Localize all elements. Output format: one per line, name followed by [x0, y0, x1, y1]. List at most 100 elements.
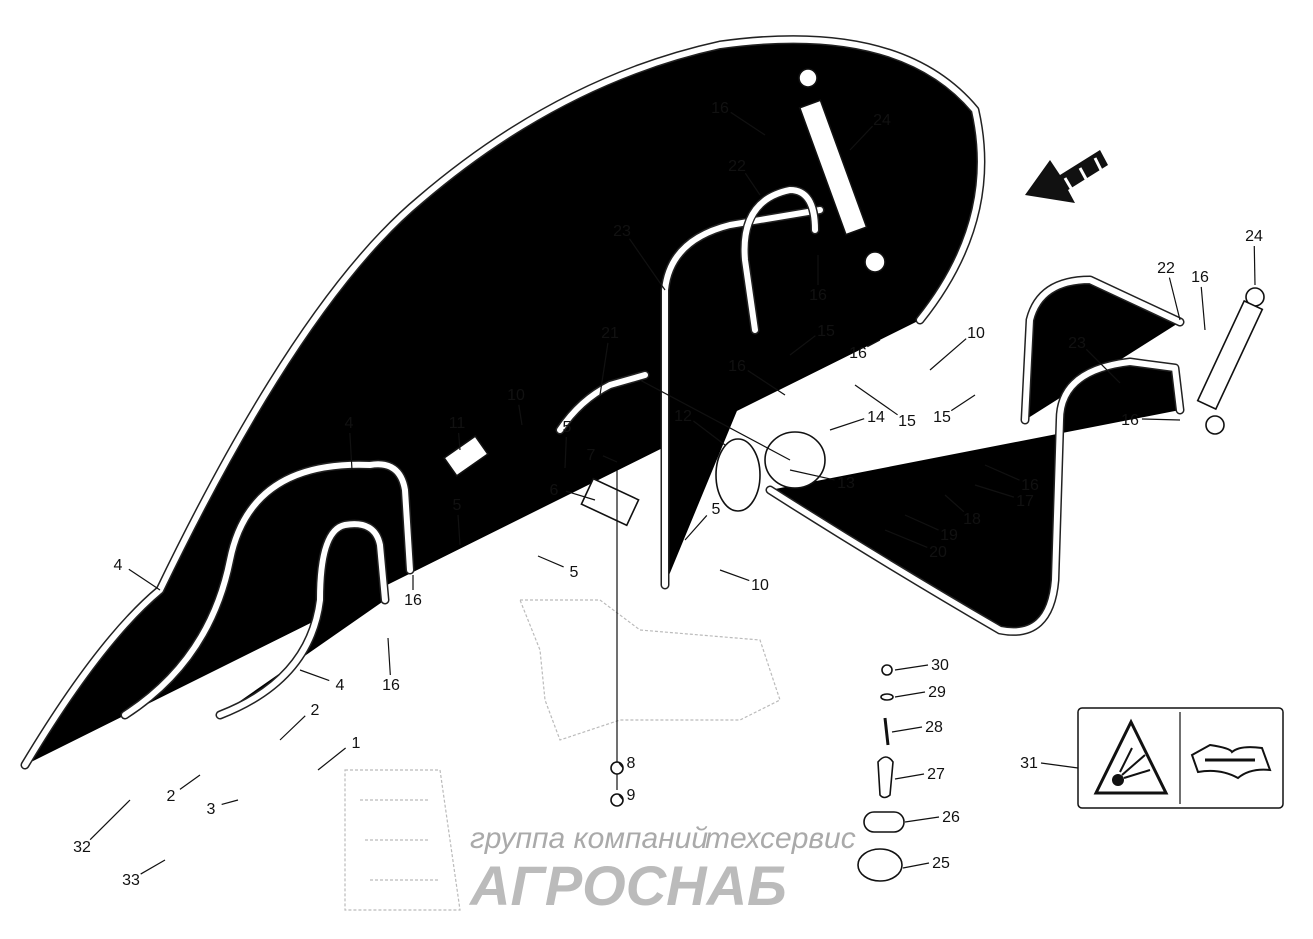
leader-line	[1085, 348, 1121, 384]
leader-line	[884, 529, 928, 549]
leader-line	[829, 418, 865, 431]
leader-line	[128, 568, 161, 591]
leader-line	[564, 436, 567, 469]
part-number-label: 1	[352, 735, 361, 752]
part-number-label: 6	[550, 482, 559, 499]
part-number-label: 29	[928, 684, 946, 701]
warning-decal	[1077, 707, 1284, 809]
part-number-label: 18	[963, 511, 981, 528]
part-number-label: 27	[927, 766, 945, 783]
part-number-label: 3	[207, 801, 216, 818]
part-number-label: 4	[114, 557, 123, 574]
part-number-label: 16	[849, 345, 867, 362]
leader-line	[693, 420, 726, 446]
leader-line	[902, 862, 930, 869]
leader-line	[904, 514, 939, 531]
leader-line	[1200, 286, 1206, 331]
travel-direction-arrow-icon	[1025, 150, 1108, 203]
leader-line	[179, 774, 201, 790]
leader-line	[140, 859, 166, 875]
leader-line	[1141, 418, 1181, 421]
part-number-label: 16	[382, 677, 400, 694]
part-number-label: 4	[336, 677, 345, 694]
leader-line	[565, 490, 596, 501]
part-number-label: 31	[1020, 755, 1038, 772]
leader-line	[950, 394, 976, 412]
leader-line	[944, 494, 965, 513]
ghost-axle	[344, 599, 781, 911]
part-number-label: 14	[867, 409, 885, 426]
part-number-label: 12	[674, 408, 692, 425]
leader-line	[904, 816, 940, 823]
part-number-label: 16	[809, 287, 827, 304]
leader-line	[747, 369, 786, 396]
part-number-label: 10	[507, 387, 525, 404]
part-number-label: 24	[1245, 228, 1263, 245]
part-number-label: 2	[311, 702, 320, 719]
leader-line	[457, 514, 461, 546]
part-number-label: 4	[345, 415, 354, 432]
leader-line	[744, 172, 761, 196]
leader-line	[894, 664, 929, 671]
leader-line	[789, 469, 835, 481]
part-number-label: 5	[563, 419, 572, 436]
part-number-label: 5	[453, 497, 462, 514]
part-number-label: 16	[1121, 412, 1139, 429]
leader-line	[1168, 277, 1181, 321]
part-number-label: 9	[627, 787, 636, 804]
leader-line	[1040, 762, 1079, 769]
explosion-warning-icon	[1093, 718, 1169, 795]
leader-line	[891, 726, 923, 733]
leader-line	[854, 384, 898, 416]
part-number-label: 21	[601, 325, 619, 342]
leader-line	[894, 691, 926, 698]
leader-line	[618, 794, 624, 801]
leader-line	[984, 464, 1020, 481]
leader-line	[719, 569, 750, 582]
part-number-label: 5	[570, 564, 579, 581]
part-number-label: 15	[898, 413, 916, 430]
part-number-label: 23	[1068, 335, 1086, 352]
leader-line	[458, 432, 461, 451]
part-number-label: 26	[942, 809, 960, 826]
leader-line	[599, 342, 609, 396]
part-number-label: 22	[1157, 260, 1175, 277]
part-number-label: 13	[837, 475, 855, 492]
part-number-label: 23	[613, 223, 631, 240]
part-number-label: 28	[925, 719, 943, 736]
part-number-label: 10	[967, 325, 985, 342]
valve-block	[443, 379, 826, 790]
part-number-label: 17	[1016, 493, 1034, 510]
part-number-label: 5	[712, 501, 721, 518]
part-number-label: 19	[940, 527, 958, 544]
leader-line	[849, 125, 873, 151]
leader-line	[89, 799, 131, 841]
part-number-label: 16	[728, 358, 746, 375]
leader-line	[684, 515, 708, 541]
leader-line	[628, 238, 666, 291]
leader-line	[518, 404, 523, 426]
part-number-label: 15	[817, 323, 835, 340]
part-number-label: 32	[73, 839, 91, 856]
part-number-label: 25	[932, 855, 950, 872]
part-number-label: 30	[931, 657, 949, 674]
part-number-label: 24	[873, 112, 891, 129]
watermark-line3: техсервис	[705, 822, 856, 855]
cylinder-right	[1196, 287, 1265, 435]
leader-line	[299, 669, 330, 682]
leader-line	[867, 339, 881, 348]
watermark-line2: АГРОСНАБ	[468, 854, 787, 917]
part-number-label: 16	[711, 100, 729, 117]
leader-line	[618, 762, 624, 769]
leader-line	[537, 555, 564, 568]
cylinder-left	[798, 68, 886, 273]
leader-line	[387, 637, 391, 676]
leader-line	[894, 773, 925, 780]
read-manual-icon	[1190, 743, 1272, 780]
part-number-label: 8	[627, 755, 636, 772]
part-number-label: 15	[933, 409, 951, 426]
watermark-logo: группа компаний АГРОСНАБ техсервис	[468, 822, 856, 917]
leader-line	[317, 747, 346, 771]
